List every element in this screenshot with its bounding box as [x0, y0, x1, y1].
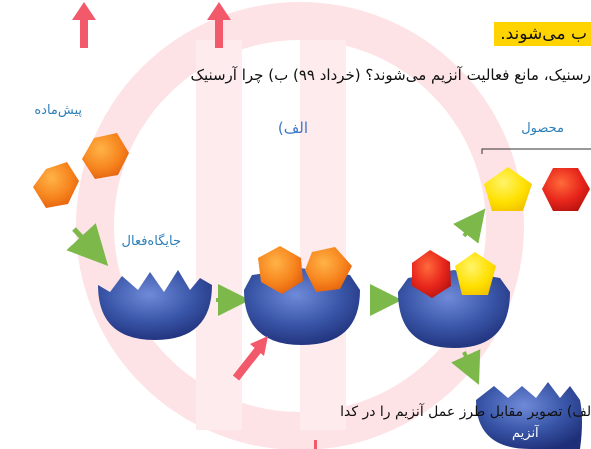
green-arrow-icon	[453, 208, 486, 244]
enzyme-shape	[98, 270, 212, 340]
enzyme-shape	[476, 382, 582, 449]
part-a-label: الف)	[277, 119, 308, 137]
substrate-hexagons	[33, 133, 129, 208]
highlighted-text: ب می‌شوند.	[494, 22, 591, 46]
question-text: ارسنیک، مانع فعالیت آنزیم می‌شوند؟ (خردا…	[190, 66, 591, 84]
bound-products	[412, 250, 496, 298]
substrate-label: پیش‌ماده	[34, 103, 82, 118]
bottom-question-text: الف) تصویر مقابل طرز عمل آنزیم را در کدا	[340, 404, 591, 420]
product-pentagon	[484, 167, 532, 211]
pink-mark	[314, 440, 317, 449]
pointer-arrow-icon	[232, 336, 268, 381]
green-arrow-icon	[451, 349, 481, 385]
product-hexagon	[542, 168, 590, 211]
green-arrow-icon	[66, 223, 109, 267]
bound-substrate	[258, 246, 352, 294]
up-arrow-icon	[207, 2, 231, 48]
up-arrow-icon	[72, 2, 96, 48]
active-site-label: جایگاه‌فعال	[121, 234, 181, 249]
product-label: محصول	[521, 121, 564, 136]
enzyme-label: آنزیم	[512, 426, 539, 441]
